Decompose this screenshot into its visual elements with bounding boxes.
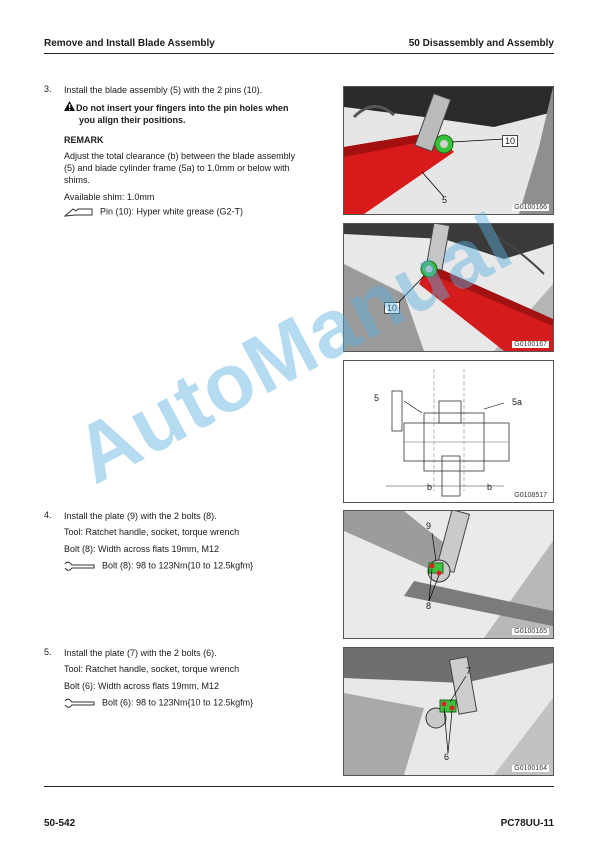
grease-spec: Pin (10): Hyper white grease (G2-T) xyxy=(63,206,244,218)
figure-1-code: G0100166 xyxy=(512,204,549,211)
remark-line-1: Adjust the total clearance (b) between t… xyxy=(64,151,296,161)
remark-line-3: shims. xyxy=(64,175,91,185)
step-4-line-1: Install the plate (9) with the 2 bolts (… xyxy=(64,511,217,521)
step-4-torque-text: Bolt (8): 98 to 123Nm{10 to 12.5kgfm} xyxy=(102,560,254,571)
step-5-line-1: Install the plate (7) with the 2 bolts (… xyxy=(64,648,217,658)
warning-line-2: you align their positions. xyxy=(79,115,186,125)
figure-3-callout-b-right: b xyxy=(487,482,493,492)
torque-wrench-icon xyxy=(64,561,95,571)
available-shim: Available shim: 1.0mm xyxy=(64,192,155,202)
step-5-line-3: Bolt (6): Width across flats 19mm, M12 xyxy=(64,681,220,691)
model-code: PC78UU-11 xyxy=(500,818,554,829)
figure-3-code: G0108517 xyxy=(512,492,549,499)
page-number: 50-542 xyxy=(44,818,76,829)
figure-clearance-drawing: 5 5a b b G0108517 xyxy=(343,360,554,503)
remark-line-2: (5) and blade cylinder frame (5a) to 1.0… xyxy=(64,163,290,173)
figure-blade-pin-bottom: 10 G0100167 xyxy=(343,223,554,352)
step-5-torque-text: Bolt (6): 98 to 123Nm{10 to 12.5kgfm} xyxy=(102,697,254,708)
figure-plate-9-bolts: 9 8 G0100165 xyxy=(343,510,554,639)
step-4-line-3: Bolt (8): Width across flats 19mm, M12 xyxy=(64,544,220,554)
remark-title: REMARK xyxy=(64,135,104,145)
figure-4-callout-8: 8 xyxy=(426,601,432,611)
figure-3-callout-5: 5 xyxy=(374,393,380,403)
step-5-number: 5. xyxy=(44,647,52,657)
figure-1-callout-5: 5 xyxy=(442,195,448,205)
figure-3-callout-5a: 5a xyxy=(512,397,523,407)
warning-icon xyxy=(64,101,76,114)
grease-spec-text: Pin (10): Hyper white grease (G2-T) xyxy=(100,206,244,217)
figure-4-callout-9: 9 xyxy=(426,521,432,531)
header-rule xyxy=(44,53,554,54)
step-5-torque-spec: Bolt (6): 98 to 123Nm{10 to 12.5kgfm} xyxy=(64,697,253,709)
figure-5-callout-7: 7 xyxy=(466,666,472,676)
step-3-warning: Do not insert your fingers into the pin … xyxy=(64,101,336,126)
torque-wrench-icon xyxy=(64,698,95,708)
step-3-number: 3. xyxy=(44,84,52,94)
figure-1-callout-10: 10 xyxy=(502,135,519,147)
figure-3-callout-b-left: b xyxy=(427,482,433,492)
figure-plate-7-bolts: 7 6 G0100164 xyxy=(343,647,554,776)
step-4-number: 4. xyxy=(44,510,52,520)
figure-4-code: G0100165 xyxy=(512,628,549,635)
step-5-line-2: Tool: Ratchet handle, socket, torque wre… xyxy=(64,664,240,674)
figure-2-code: G0100167 xyxy=(512,341,549,348)
header-section-title: Remove and Install Blade Assembly xyxy=(44,38,215,49)
figure-5-code: G0100164 xyxy=(512,765,549,772)
step-4-torque-spec: Bolt (8): 98 to 123Nm{10 to 12.5kgfm} xyxy=(64,560,253,572)
figure-blade-pin-top: 10 5 G0100166 xyxy=(343,86,554,215)
grease-gun-icon xyxy=(63,208,93,217)
warning-line-1: Do not insert your fingers into the pin … xyxy=(76,103,289,113)
footer-rule xyxy=(44,786,554,787)
figure-2-callout-10: 10 xyxy=(384,302,401,314)
figure-5-callout-6: 6 xyxy=(444,752,450,762)
step-4-line-2: Tool: Ratchet handle, socket, torque wre… xyxy=(64,527,240,537)
header-chapter-title: 50 Disassembly and Assembly xyxy=(408,38,554,49)
step-3-instruction: Install the blade assembly (5) with the … xyxy=(64,85,263,95)
